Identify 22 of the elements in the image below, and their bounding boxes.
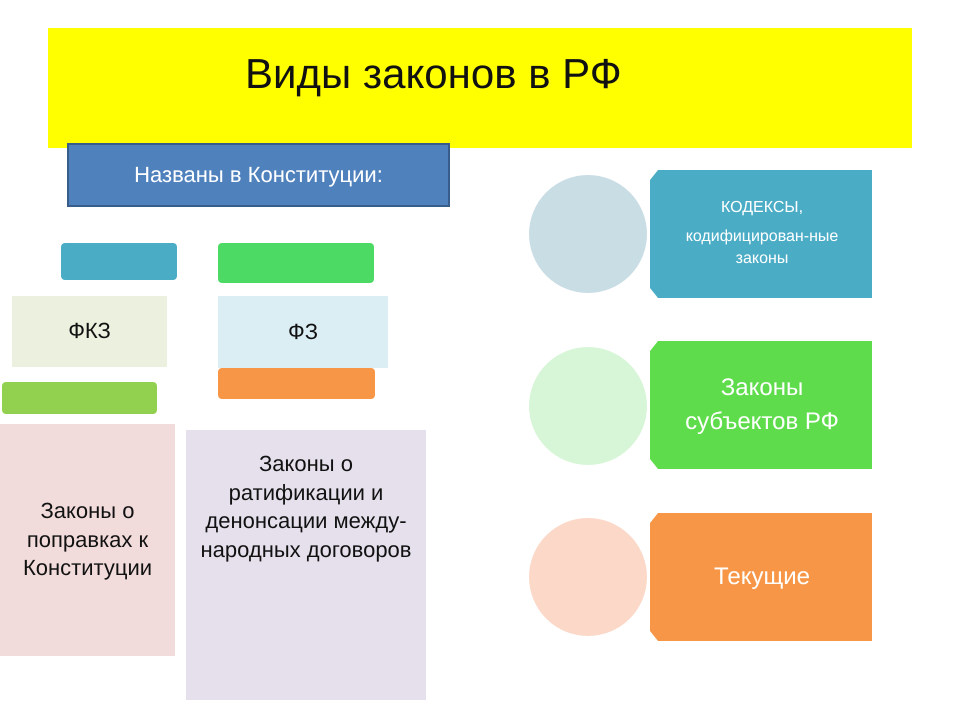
chevron-box: [650, 170, 872, 298]
colored-bar: [2, 382, 157, 414]
chevron-box: [650, 341, 872, 469]
colored-bar: [218, 368, 375, 399]
label: ФЗ: [288, 318, 318, 346]
label: КОДЕКСЫ,: [720, 198, 804, 218]
title: Виды законов в РФ: [245, 50, 622, 98]
label: Законы о ратификации и денонсации между-народных договоров: [200, 450, 412, 564]
text-box: [12, 296, 167, 367]
chevron-box: [650, 513, 872, 641]
text-box: [218, 296, 388, 368]
label: Текущие: [714, 562, 810, 592]
colored-bar: [218, 243, 374, 283]
text-box: [0, 424, 175, 656]
label: ФКЗ: [68, 317, 111, 346]
heading-box: [67, 143, 450, 207]
text-box: [186, 430, 426, 700]
heading: Названы в Конституции:: [134, 162, 383, 188]
label: Законы субъектов РФ: [684, 373, 840, 437]
label: кодифицирован-ные законы: [684, 226, 840, 270]
label: Законы о поправках к Конституции: [22, 497, 154, 582]
colored-bar: [61, 243, 177, 280]
